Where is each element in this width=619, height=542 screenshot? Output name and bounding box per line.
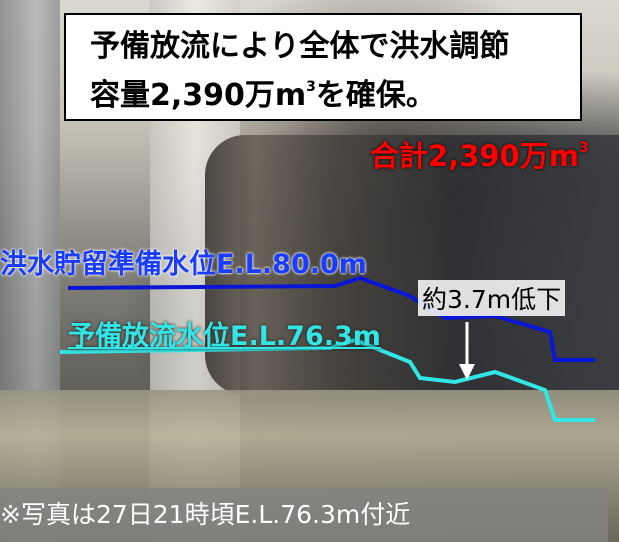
summary-title-line1: 予備放流により全体で洪水調節 xyxy=(90,29,510,64)
gate-drum xyxy=(205,135,619,395)
level-drop-label: 約3.7m低下 xyxy=(418,280,566,316)
high-water-level-label: 洪水貯留準備水位E.L.80.0m xyxy=(0,249,367,280)
summary-title-box: 予備放流により全体で洪水調節 容量2,390万m3を確保。 xyxy=(64,13,582,121)
high-water-level-line xyxy=(67,275,595,362)
summary-title-line2-prefix: 容量2,390万m xyxy=(90,78,307,113)
summary-title-line2: 容量2,390万m3を確保。 xyxy=(90,67,580,116)
total-capacity-prefix: 合計2,390万m xyxy=(370,139,579,173)
low-water-level-line xyxy=(59,337,595,422)
low-water-level-label: 予備放流水位E.L.76.3m xyxy=(68,321,381,352)
drop-arrow-head xyxy=(459,364,475,380)
total-capacity-label: 合計2,390万m3 xyxy=(370,133,589,175)
photo-caption: ※写真は27日21時頃E.L.76.3m付近 xyxy=(0,488,608,542)
unit-superscript: 3 xyxy=(306,79,316,95)
total-unit-superscript: 3 xyxy=(578,140,589,156)
summary-title-line2-suffix: を確保。 xyxy=(315,78,436,113)
